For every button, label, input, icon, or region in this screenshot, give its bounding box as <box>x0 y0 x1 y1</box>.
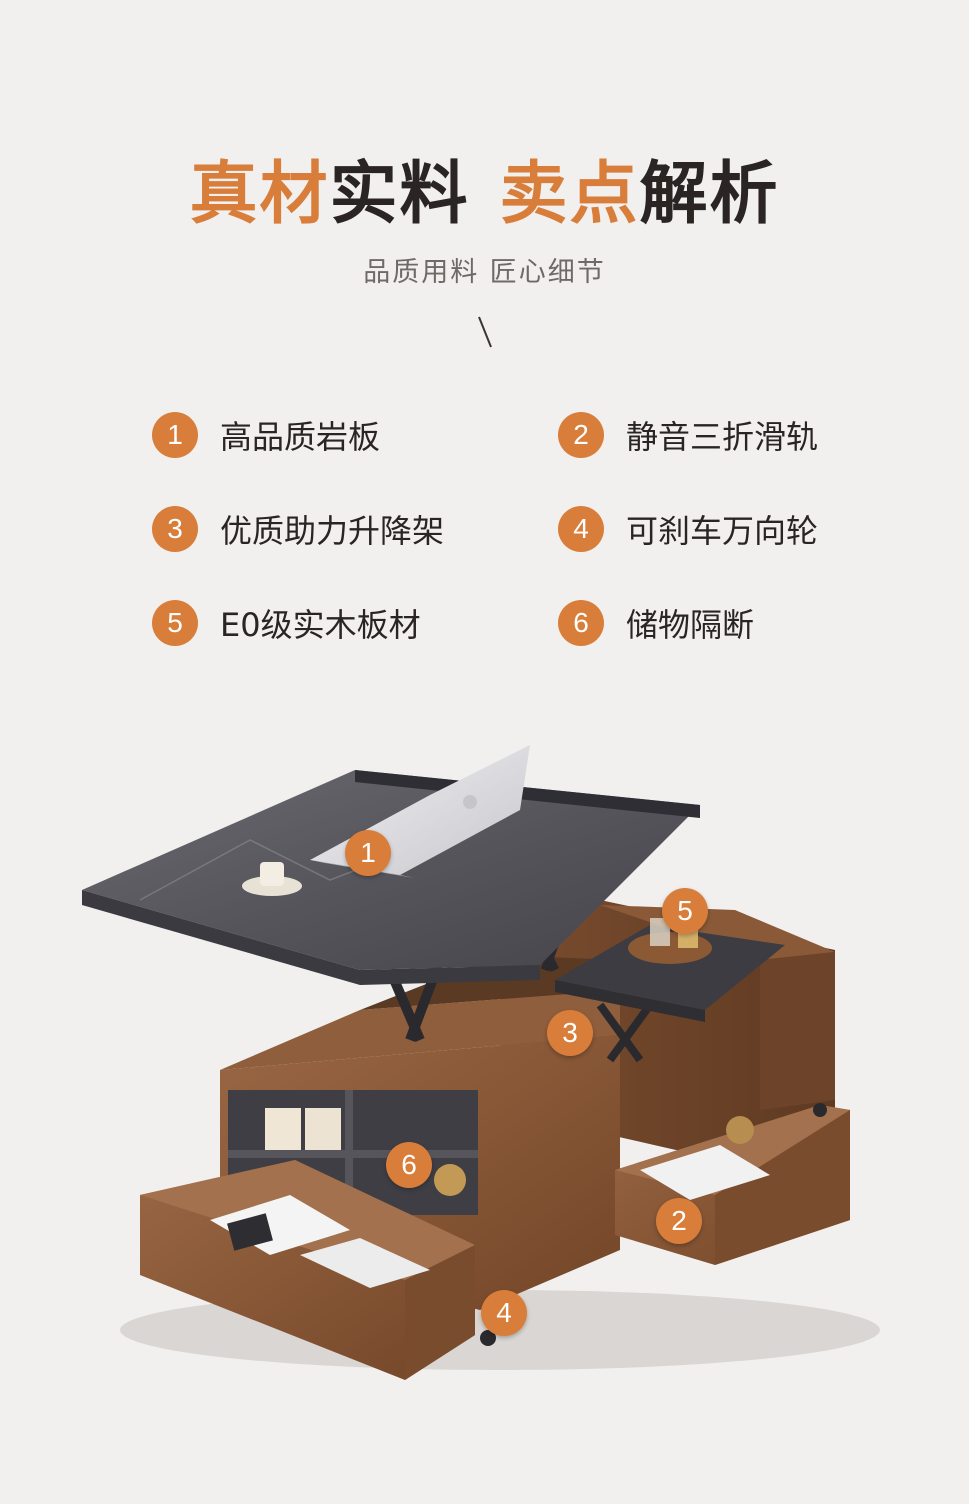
feature-item-4: 4 可刹车万向轮 <box>558 505 818 553</box>
title-part-4: 解析 <box>639 155 780 234</box>
marker-2: 2 <box>656 1198 702 1244</box>
feature-label: 静音三折滑轨 <box>626 418 819 456</box>
feature-number-badge: 5 <box>152 600 198 646</box>
feature-number-badge: 4 <box>558 506 604 552</box>
marker-3: 3 <box>547 1010 593 1056</box>
divider-slash <box>478 316 492 348</box>
marker-1: 1 <box>345 830 391 876</box>
feature-label: E0级实木板材 <box>220 606 421 644</box>
marker-4: 4 <box>481 1290 527 1336</box>
feature-label: 优质助力升降架 <box>220 512 445 550</box>
coffee-table-illustration <box>82 745 880 1380</box>
feature-number-badge: 6 <box>558 600 604 646</box>
feature-item-6: 6 储物隔断 <box>558 599 754 647</box>
feature-number-badge: 1 <box>152 412 198 458</box>
page-subtitle: 品质用料 匠心细节 <box>363 257 606 288</box>
page-title: 真材实料卖点解析 <box>0 150 969 240</box>
product-illustration: 1 5 3 6 2 4 <box>0 690 969 1500</box>
feature-item-1: 1 高品质岩板 <box>152 411 380 459</box>
marker-5: 5 <box>662 888 708 934</box>
feature-label: 可刹车万向轮 <box>626 512 819 550</box>
feature-item-3: 3 优质助力升降架 <box>152 505 444 553</box>
feature-item-2: 2 静音三折滑轨 <box>558 411 818 459</box>
feature-label: 高品质岩板 <box>220 418 381 456</box>
feature-number-badge: 3 <box>152 506 198 552</box>
title-part-2: 实料 <box>329 155 470 234</box>
title-part-1: 真材 <box>189 155 330 234</box>
title-part-3: 卖点 <box>499 155 640 234</box>
feature-label: 储物隔断 <box>626 606 755 644</box>
marker-6: 6 <box>386 1142 432 1188</box>
feature-number-badge: 2 <box>558 412 604 458</box>
feature-item-5: 5 E0级实木板材 <box>152 599 421 647</box>
